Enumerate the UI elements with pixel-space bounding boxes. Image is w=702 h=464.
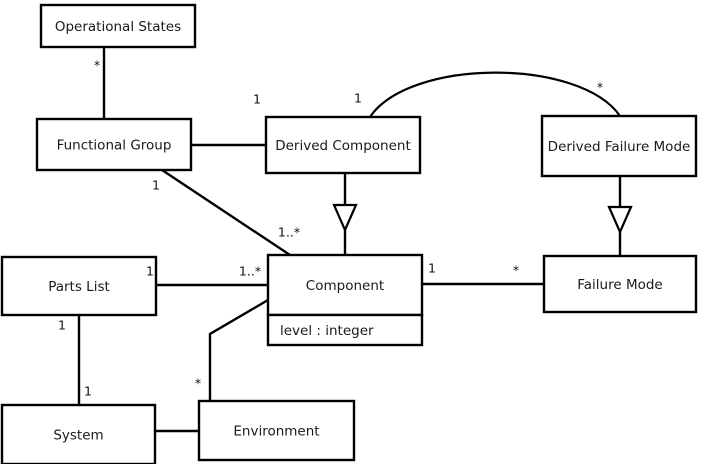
multiplicity-label-mult-failure-mode-from-component: * [513, 263, 519, 278]
class-box-operational-states[interactable]: Operational States [39, 3, 197, 49]
class-name-compartment-derived-component[interactable] [264, 115, 422, 175]
class-name-label-parts-list: Parts List [48, 279, 110, 295]
multiplicity-label-mult-parts-list-to-system: 1 [58, 318, 66, 333]
generalization-triangle-derived-component--component[interactable] [332, 203, 358, 233]
class-box-environment[interactable]: Environment [197, 399, 356, 462]
class-box-component[interactable]: Component level : integer [266, 253, 424, 347]
multiplicity-label-mult-parts-list-to-component: 1 [146, 264, 154, 279]
generalization-triangle-derived-failure-mode--failure-mode[interactable] [607, 205, 633, 235]
class-box-derived-component[interactable]: Derived Component [264, 115, 422, 175]
multiplicity-layer: * 1 1 * 1 1..* 1 1..* 1 * 1 1 * [58, 58, 603, 399]
class-box-derived-failure-mode[interactable]: Derived Failure Mode [540, 114, 698, 178]
class-name-label-derived-failure-mode: Derived Failure Mode [548, 139, 691, 155]
class-name-label-system: System [53, 428, 103, 444]
class-box-failure-mode[interactable]: Failure Mode [542, 254, 698, 314]
multiplicity-label-mult-op-states-to-fg: * [94, 58, 100, 73]
class-attribute-label-component: level : integer [280, 323, 374, 339]
multiplicity-label-mult-component-from-fg: 1..* [278, 225, 300, 240]
class-name-compartment-failure-mode[interactable] [542, 254, 698, 314]
association-layer [77, 47, 621, 433]
multiplicity-label-mult-fg-to-component: 1 [152, 178, 160, 193]
class-name-compartment-component[interactable] [266, 253, 424, 317]
class-name-compartment-functional-group[interactable] [35, 117, 193, 172]
class-name-compartment-parts-list[interactable] [0, 255, 158, 317]
multiplicity-label-mult-system-from-parts-list: 1 [84, 384, 92, 399]
class-name-label-environment: Environment [233, 424, 319, 440]
class-name-compartment-operational-states[interactable] [39, 3, 197, 49]
multiplicity-label-mult-derived-failure-mode-arc: * [597, 80, 603, 95]
class-attribute-compartment-component[interactable] [266, 313, 424, 347]
generalization-layer [332, 173, 633, 256]
multiplicity-label-mult-fg-to-derived-component: 1 [253, 92, 261, 107]
multiplicity-label-mult-derived-component-arc: 1 [354, 91, 362, 106]
class-name-label-component: Component [306, 278, 384, 294]
class-box-system[interactable]: System [0, 403, 157, 464]
association-line-derived-component--derived-failure-mode[interactable] [369, 71, 621, 118]
class-box-parts-list[interactable]: Parts List [0, 255, 158, 317]
multiplicity-label-mult-component-from-parts-list: 1..* [239, 264, 261, 279]
class-name-compartment-environment[interactable] [197, 399, 356, 462]
class-name-label-functional-group: Functional Group [57, 138, 172, 154]
association-line-functional-group--component[interactable] [161, 169, 291, 256]
class-name-label-derived-component: Derived Component [275, 138, 411, 154]
association-line-environment--component[interactable] [208, 298, 269, 401]
multiplicity-label-mult-component-to-failure-mode: 1 [428, 261, 436, 276]
class-name-compartment-derived-failure-mode[interactable] [540, 114, 698, 178]
class-box-functional-group[interactable]: Functional Group [35, 117, 193, 172]
multiplicity-label-mult-environment-to-component: * [195, 376, 201, 391]
class-name-label-failure-mode: Failure Mode [577, 277, 663, 293]
class-name-compartment-system[interactable] [0, 403, 157, 464]
class-name-label-operational-states: Operational States [55, 19, 181, 35]
